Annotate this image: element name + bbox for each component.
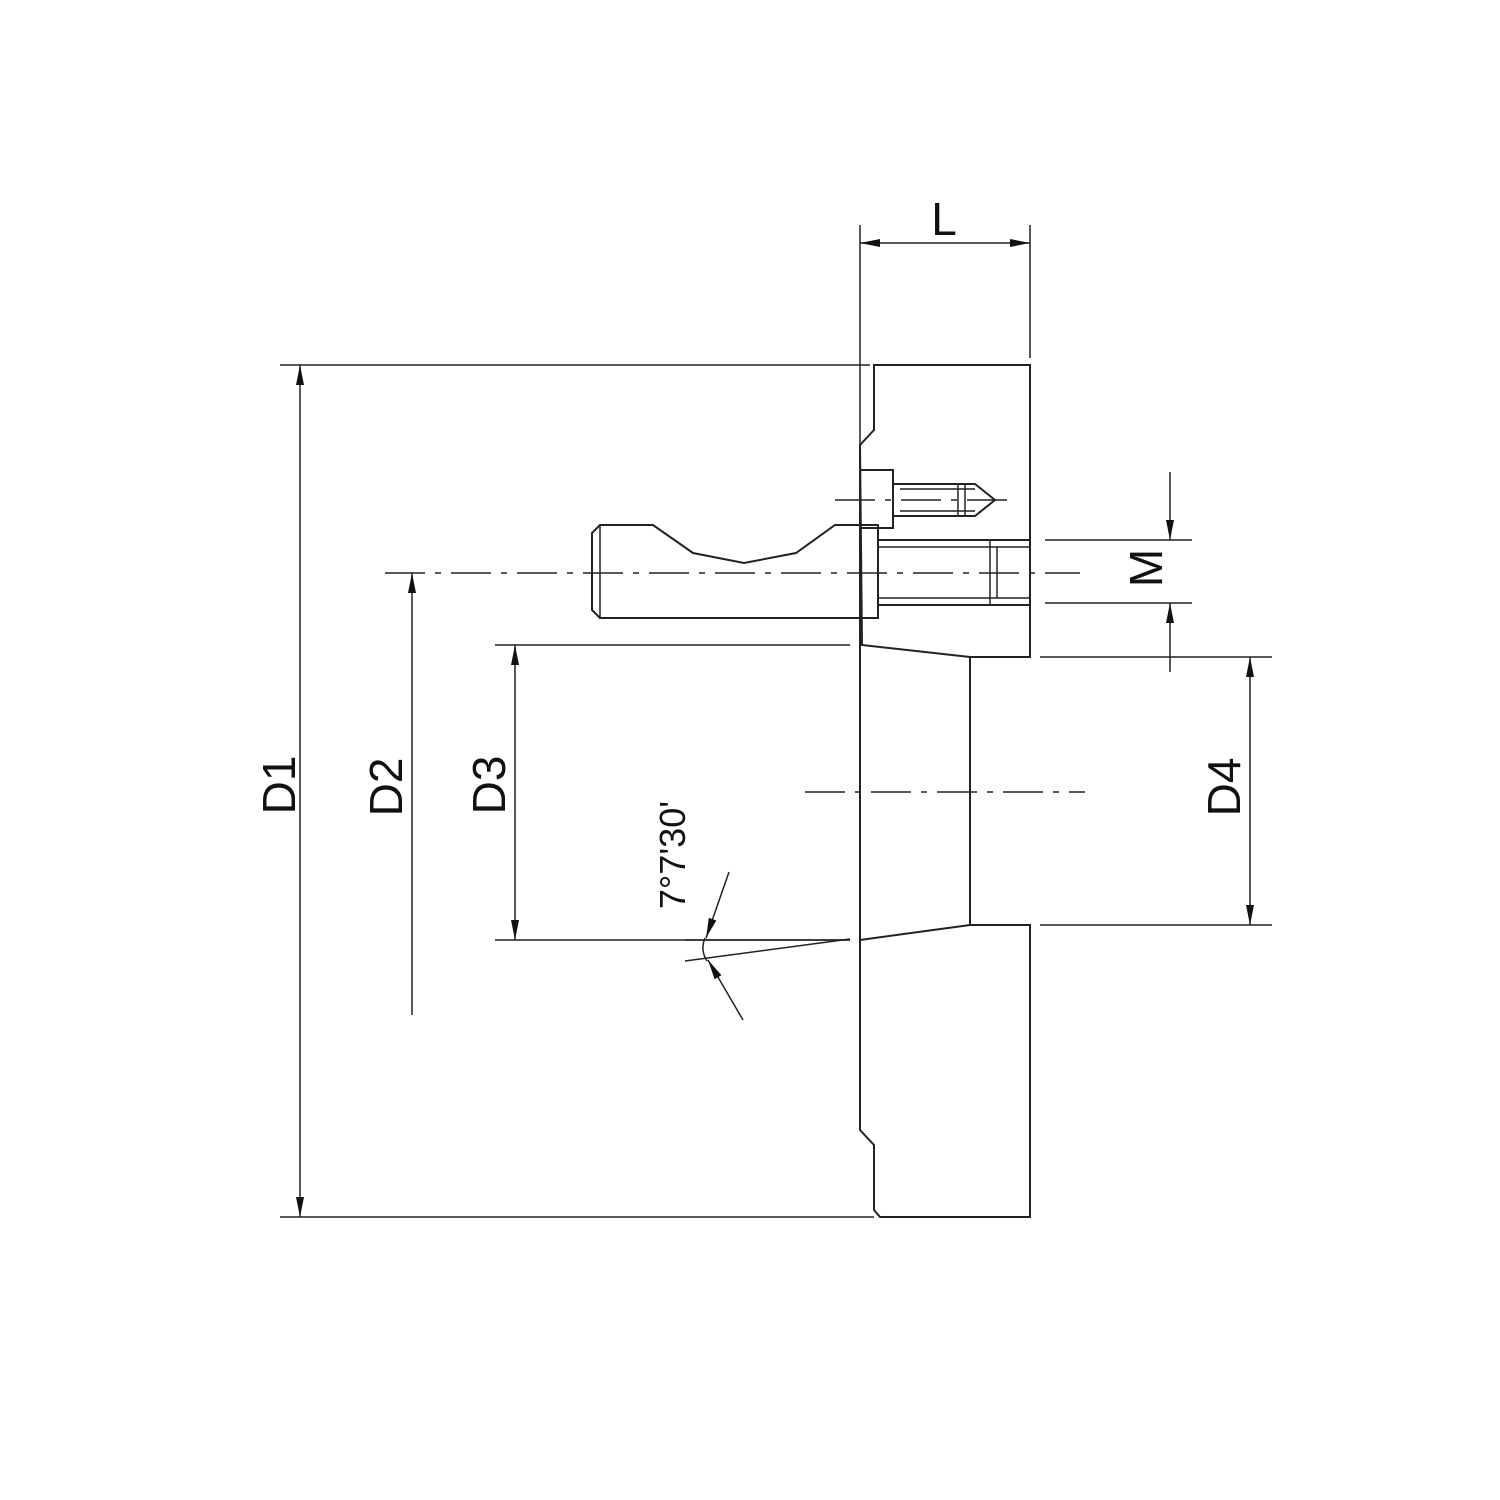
body-section-bottom [859, 924, 1031, 1218]
extension-lines [280, 225, 1272, 1218]
set-screw-hole [859, 469, 997, 529]
label-d3: D3 [463, 756, 515, 815]
body-section-top [858, 364, 1031, 658]
angle-dimension [684, 871, 851, 1021]
label-d4: D4 [1198, 758, 1250, 817]
label-angle: 7°7'30' [652, 801, 693, 909]
threaded-bore [877, 539, 1031, 606]
label-m: M [1120, 549, 1172, 587]
locating-pin [591, 524, 879, 619]
label-d2: D2 [360, 758, 412, 817]
label-l: L [931, 193, 957, 245]
label-d1: D1 [253, 756, 305, 815]
